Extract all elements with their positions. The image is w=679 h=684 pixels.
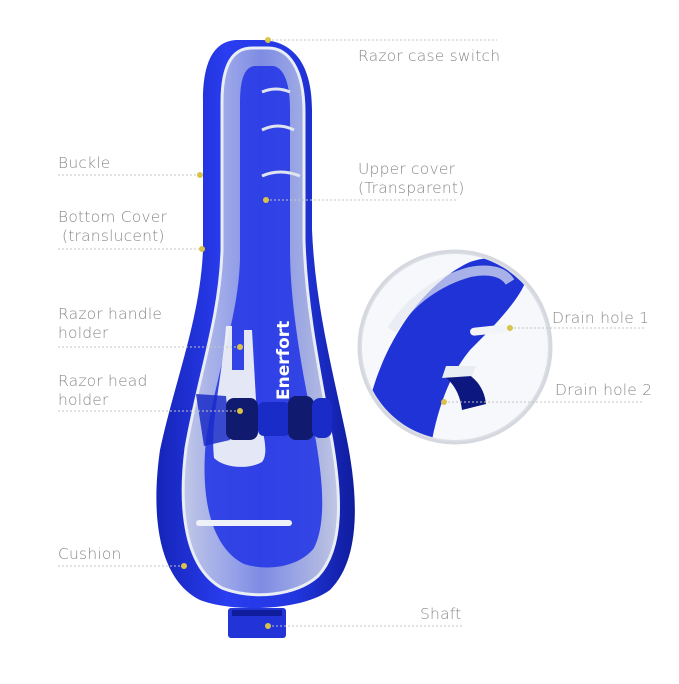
label-cushion: Cushion	[58, 545, 122, 563]
label-razor-case-switch: Razor case switch	[358, 47, 501, 65]
label-upper-cover: Upper cover (Transparent)	[358, 160, 465, 197]
callout-dots	[181, 37, 513, 629]
label-razor-handle-holder: Razor handle holder	[58, 305, 163, 342]
cushion	[196, 520, 292, 526]
label-shaft: Shaft	[420, 605, 462, 623]
razor-head-holder	[196, 394, 332, 446]
brand-logo: Enerfort	[274, 321, 294, 400]
label-razor-head-holder: Razor head holder	[58, 372, 148, 409]
label-drain-hole-1: Drain hole 1	[552, 309, 650, 327]
label-drain-hole-2: Drain hole 2	[555, 381, 653, 399]
leader-lines	[58, 39, 644, 627]
label-buckle: Buckle	[58, 154, 111, 172]
label-bottom-cover: Bottom Cover (translucent)	[58, 208, 168, 245]
drain-hole-detail	[357, 249, 553, 445]
